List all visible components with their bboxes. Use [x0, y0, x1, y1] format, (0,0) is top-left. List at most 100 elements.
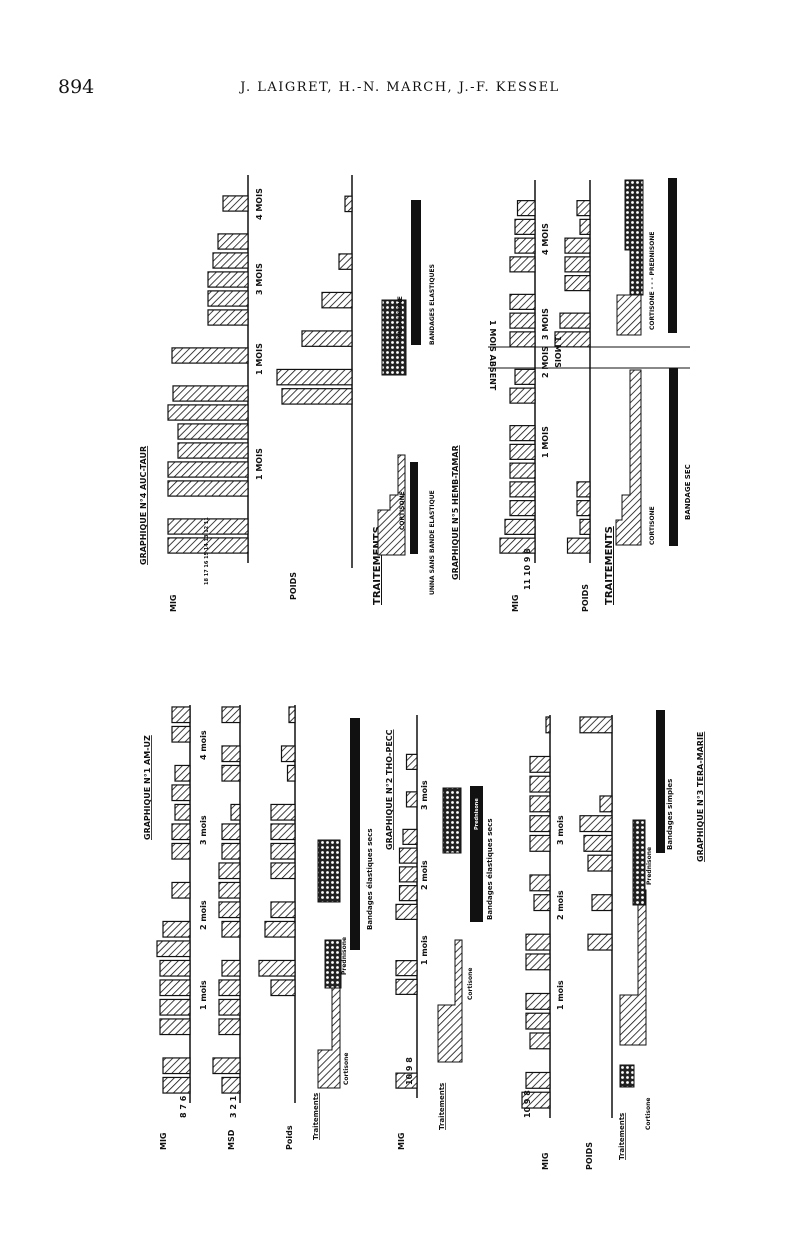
chart4-mig-ticks: 18 17 16 15 14 13 12 11 — [204, 517, 210, 585]
month-label: 1 mois — [420, 935, 429, 965]
treatment-label: PREDNISONE — [397, 296, 404, 340]
chart5-mig-label: MIG — [511, 594, 520, 612]
bar-mig — [529, 755, 551, 773]
bar-msd — [221, 1076, 241, 1094]
bar-mig — [395, 903, 418, 920]
chart4-bandages-bar — [411, 200, 421, 345]
bar-msd — [221, 959, 241, 977]
bar-msd — [221, 706, 241, 724]
chart1-cortisone-block — [317, 984, 341, 1089]
chart2-cortisone-block — [437, 939, 463, 1063]
month-label: 4 MOIS — [255, 188, 264, 220]
bar-poids — [579, 716, 613, 734]
chart3-mig-label: MIG — [541, 1152, 550, 1170]
chart5-treatments-label: TRAITEMENTS — [604, 526, 615, 605]
bar-msd — [218, 881, 241, 899]
treatment-label: Prednisone — [474, 798, 480, 830]
bar-mig — [159, 959, 191, 977]
month-label: 2 mois — [199, 900, 208, 930]
bar-mig — [509, 481, 536, 498]
month-label: 1 MOIS — [541, 426, 550, 458]
bar-mig — [177, 442, 249, 459]
bar-poids — [288, 706, 296, 724]
bar-mig — [171, 347, 249, 364]
chart2-treatments-label: Traitements — [438, 1083, 446, 1130]
bar-mig — [162, 920, 191, 938]
chart1-msd-ticks: 3 2 1 — [229, 1095, 238, 1118]
treatment-label: CORTISONE - - - PREDNISONE — [649, 232, 656, 330]
chart5-poids-label: POIDS — [581, 584, 590, 612]
page-number: 894 — [58, 76, 95, 98]
bar-mig — [529, 795, 551, 813]
treatment-label: Cortisone — [467, 968, 474, 1000]
month-label: 2 mois — [556, 890, 565, 920]
chart1-mig-ticks: 8 7 6 — [179, 1095, 188, 1118]
bar-poids — [276, 368, 353, 386]
chart1-msd-label: MSD — [227, 1129, 236, 1150]
treatment-label: Prednisone — [341, 937, 348, 975]
bar-mig — [509, 462, 536, 479]
bar-mig — [514, 237, 536, 254]
bar-mig — [509, 425, 536, 442]
chart3-bandages-bar — [656, 710, 665, 853]
bar-mig — [207, 290, 249, 307]
treatment-label: Bandages simples — [666, 779, 674, 850]
treatment-label: Prednisone — [646, 847, 653, 885]
bar-poids — [599, 795, 613, 813]
bar-mig — [171, 823, 191, 841]
bar-mig — [514, 368, 536, 385]
month-label: 3 MOIS — [541, 308, 550, 340]
month-label: 1 MOIS — [553, 336, 562, 368]
treatment-label: BANDAGE SEC — [684, 464, 692, 520]
bar-mig — [509, 312, 536, 329]
bar-mig — [162, 1057, 191, 1075]
treatment-label: CORTISONE — [649, 506, 656, 545]
bar-poids — [579, 518, 591, 535]
treatment-label: Bandages élastiques secs — [366, 829, 374, 931]
bar-mig — [509, 500, 536, 517]
chart5-title: GRAPHIQUE N°5 HEMB-TAMAR — [451, 445, 460, 580]
bar-mig — [545, 716, 551, 734]
month-label: 1 mois — [556, 980, 565, 1010]
bar-mig — [162, 1076, 191, 1094]
bar-poids — [301, 330, 353, 347]
bar-mig — [171, 881, 191, 899]
chart2-prednisone-block — [442, 787, 462, 854]
bar-mig — [529, 815, 551, 833]
bar-mig — [398, 885, 418, 902]
bar-mig — [177, 423, 249, 440]
bar-mig — [395, 1072, 418, 1089]
chart2-bandages-bar — [470, 786, 483, 922]
month-label: 3 mois — [420, 780, 429, 810]
bar-mig — [171, 706, 191, 724]
bar-msd — [230, 803, 241, 821]
bar-mig — [405, 753, 418, 770]
bar-poids — [583, 834, 613, 852]
bar-poids — [344, 195, 353, 213]
chart4-mig-label: MIG — [169, 594, 178, 612]
bar-mig — [529, 1032, 551, 1050]
bar-mig — [529, 775, 551, 793]
chart1-bandages-bar — [350, 718, 360, 950]
month-label: 3 MOIS — [255, 263, 264, 295]
bar-msd — [221, 823, 241, 841]
bar-poids — [281, 388, 353, 405]
bar-mig — [167, 480, 249, 497]
bar-mig — [172, 385, 249, 402]
bar-poids — [270, 823, 296, 841]
bar-poids — [280, 745, 296, 763]
bar-mig — [509, 443, 536, 460]
month-label: 4 MOIS — [541, 223, 550, 255]
month-label: 2 mois — [420, 860, 429, 890]
month-label: 3 mois — [556, 815, 565, 845]
bar-poids — [564, 256, 591, 273]
chart2-mig-ticks: 10 9 8 — [405, 1057, 414, 1085]
bar-poids — [270, 901, 296, 919]
bar-mig — [171, 842, 191, 860]
chart3-poids-label: POIDS — [585, 1142, 594, 1170]
bar-mig — [509, 293, 536, 310]
chart1-mig-label: MIG — [159, 1132, 168, 1150]
bar-mig — [504, 518, 536, 535]
month-label: 1 mois — [199, 980, 208, 1010]
